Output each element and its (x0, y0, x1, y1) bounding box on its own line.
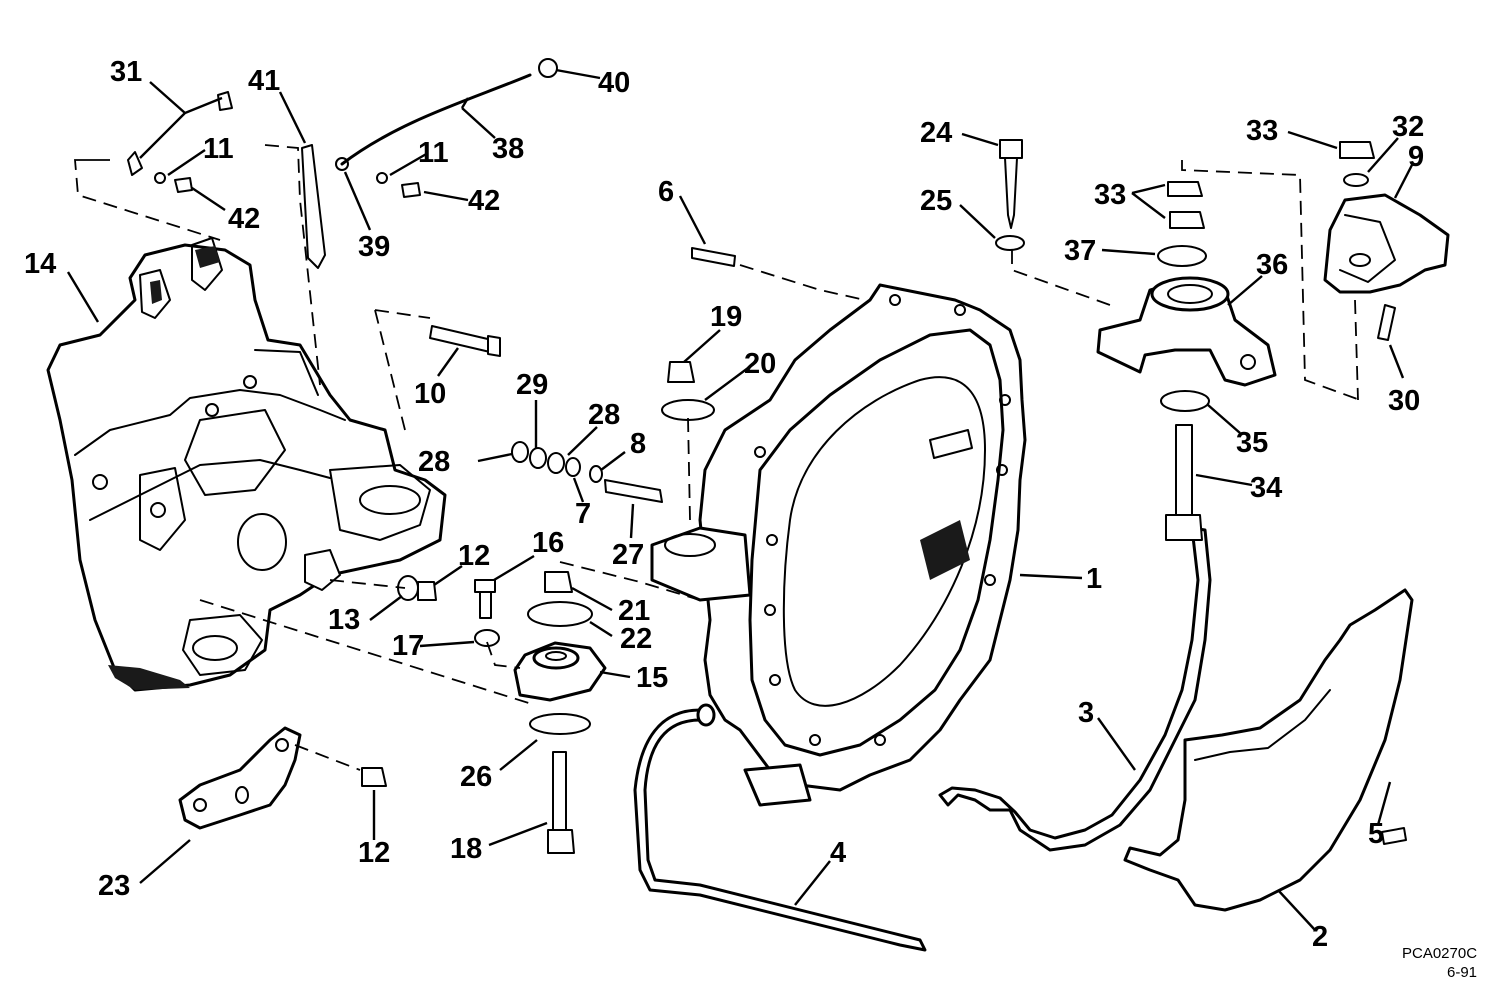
callout-labels: 31 41 40 11 11 38 42 42 39 14 6 24 25 33… (24, 56, 1424, 953)
callout-35: 35 (1236, 427, 1268, 459)
callout-41: 41 (248, 65, 280, 97)
callout-37: 37 (1064, 235, 1096, 267)
callout-28: 28 (588, 399, 620, 431)
drawing-code: PCA0270C (1402, 945, 1477, 962)
callout-26: 26 (460, 761, 492, 793)
callout-7: 7 (575, 498, 591, 530)
callout-15: 15 (636, 662, 668, 694)
callout-31: 31 (110, 56, 142, 88)
gasket-3-drawing (938, 526, 1212, 852)
callout-33: 33 (1246, 115, 1278, 147)
callout-36: 36 (1256, 249, 1288, 281)
hardware-drawings (127, 58, 1407, 854)
callout-32: 32 (1392, 111, 1424, 143)
mount-15-drawing (513, 641, 607, 702)
callout-6: 6 (658, 176, 674, 208)
callout-30: 30 (1388, 385, 1420, 417)
callout-23: 23 (98, 870, 130, 902)
callout-27: 27 (612, 539, 644, 571)
callout-5: 5 (1368, 818, 1384, 850)
callout-24: 24 (920, 117, 952, 149)
callout-42: 42 (228, 203, 260, 235)
callout-34: 34 (1250, 472, 1282, 504)
callout-25: 25 (920, 185, 952, 217)
callout-3: 3 (1078, 697, 1094, 729)
callout-39: 39 (358, 231, 390, 263)
callout-28: 28 (418, 446, 450, 478)
callout-9: 9 (1408, 141, 1424, 173)
callout-12: 12 (358, 837, 390, 869)
callout-2: 2 (1312, 921, 1328, 953)
bracket-9-drawing (1323, 193, 1450, 294)
callout-8: 8 (630, 428, 646, 460)
callout-4: 4 (830, 837, 846, 869)
tube-4-drawing (633, 703, 927, 952)
callout-29: 29 (516, 369, 548, 401)
strap-23-drawing (178, 726, 302, 830)
callout-13: 13 (328, 604, 360, 636)
callout-16: 16 (532, 527, 564, 559)
callout-17: 17 (392, 630, 424, 662)
callout-38: 38 (492, 133, 524, 165)
callout-1: 1 (1086, 563, 1102, 595)
callout-18: 18 (450, 833, 482, 865)
callout-21: 21 (618, 595, 650, 627)
callout-19: 19 (710, 301, 742, 333)
leader-lines (66, 68, 1415, 931)
callout-14: 14 (24, 248, 56, 280)
callout-11: 11 (203, 133, 234, 165)
cover-plate-2-drawing (1123, 588, 1414, 912)
callout-40: 40 (598, 67, 630, 99)
engine-mount-36-drawing (1096, 276, 1277, 387)
flywheel-housing-1-drawing (650, 283, 1027, 807)
callout-10: 10 (414, 378, 446, 410)
bracket-14-drawing (46, 237, 447, 692)
callout-42: 42 (468, 185, 500, 217)
callout-11: 11 (418, 137, 449, 169)
callout-20: 20 (744, 348, 776, 380)
callout-12: 12 (458, 540, 490, 572)
dashed-assembly-lines (74, 144, 1361, 771)
callout-22: 22 (620, 623, 652, 655)
drawing-date: 6-91 (1447, 964, 1477, 981)
callout-33: 33 (1094, 179, 1126, 211)
